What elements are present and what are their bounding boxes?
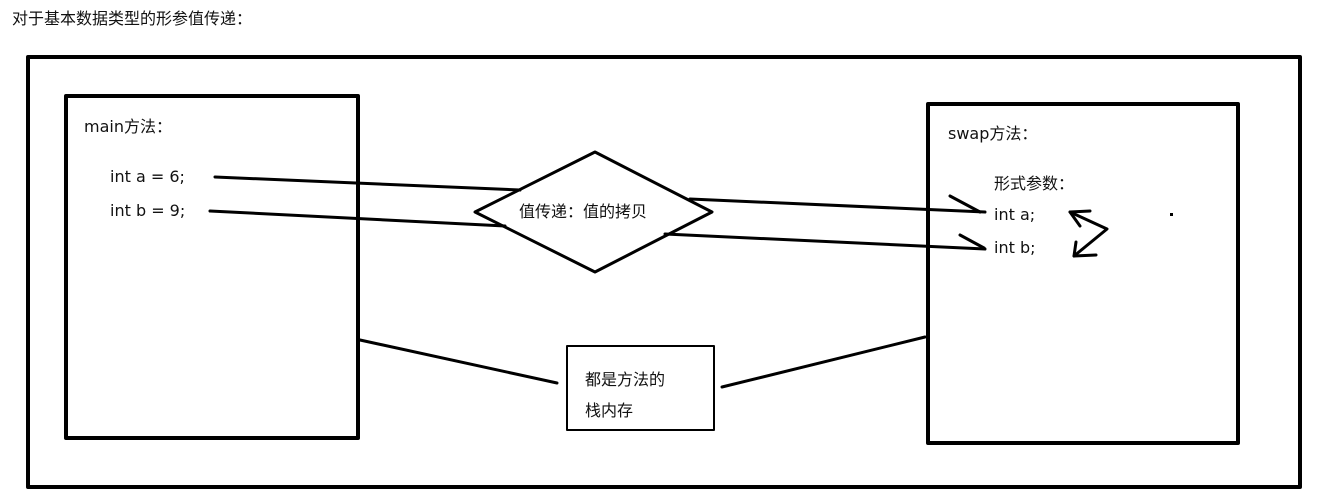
arrow-a-left xyxy=(213,175,522,192)
main-method-box xyxy=(64,94,360,440)
main-line-a: int a = 6; xyxy=(110,167,185,186)
stray-dot xyxy=(1170,213,1173,216)
main-box-label: main方法： xyxy=(84,117,172,136)
arrowhead-b xyxy=(958,233,986,250)
arrowhead-a xyxy=(948,194,982,214)
value-passing-diamond xyxy=(473,150,714,274)
connector-swap-note xyxy=(720,335,927,389)
main-line-b: int b = 9; xyxy=(110,201,186,220)
swap-method-box xyxy=(926,102,1240,445)
swap-arrowhead-bottom xyxy=(1072,240,1098,258)
arrow-a-right xyxy=(688,197,987,214)
diamond-label: 值传递：值的拷贝 xyxy=(519,202,648,221)
swap-line-a: int a; xyxy=(994,205,1036,224)
note-line-1: 都是方法的 xyxy=(585,370,666,389)
outer-frame xyxy=(26,55,1302,489)
swap-arrowhead-top xyxy=(1068,209,1092,228)
swap-box-label: swap方法： xyxy=(948,124,1038,143)
connector-main-note xyxy=(358,338,559,385)
stack-memory-note-box xyxy=(566,345,715,431)
note-line-2: 栈内存 xyxy=(585,401,634,420)
arrow-b-right xyxy=(663,232,987,251)
swap-arrow-icon xyxy=(1068,210,1109,258)
swap-line-b: int b; xyxy=(994,238,1036,257)
arrow-b-left xyxy=(208,209,507,228)
swap-params-label: 形式参数： xyxy=(994,174,1075,193)
page-title: 对于基本数据类型的形参值传递： xyxy=(12,9,253,28)
